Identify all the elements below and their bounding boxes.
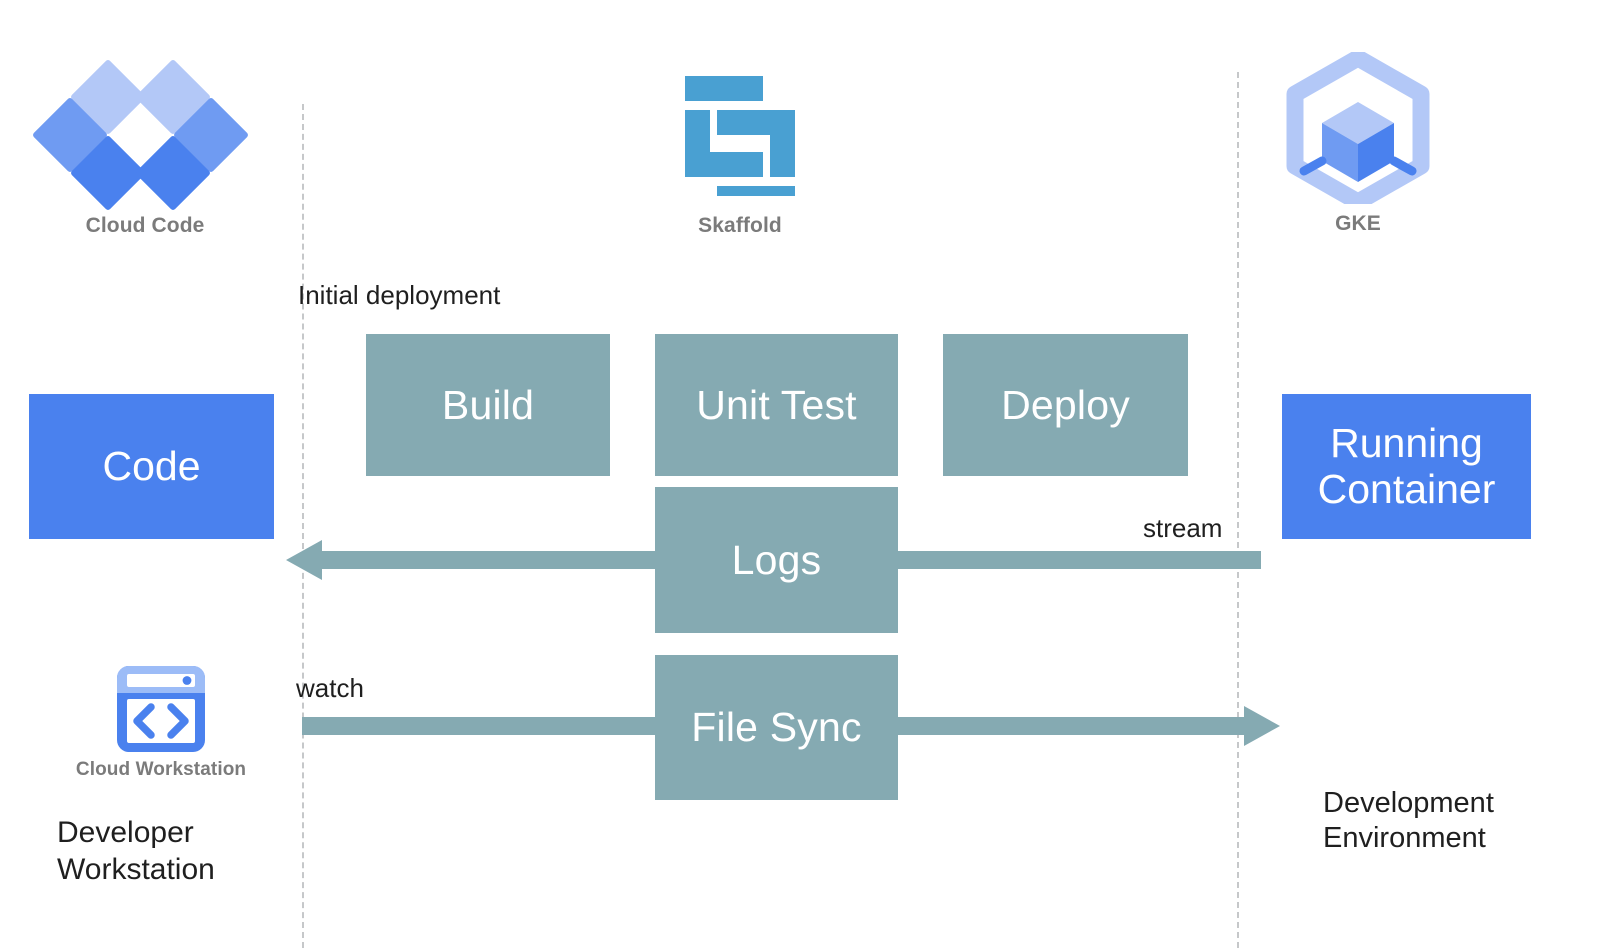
endpoint-box-code[interactable]: Code: [29, 394, 274, 539]
zone-boundary-right: [1237, 72, 1239, 948]
logo-skaffold: Skaffold: [630, 60, 850, 238]
zone-label-development-environment: Development Environment: [1323, 786, 1494, 857]
logo-cloud-workstation: Cloud Workstation: [55, 665, 267, 781]
zone-label-developer-workstation: Developer Workstation: [57, 815, 215, 888]
development-environment-line-1: Development: [1323, 787, 1494, 819]
logo-gke: GKE: [1248, 49, 1468, 236]
developer-workstation-line-1: Developer: [57, 816, 194, 849]
process-box-file-sync[interactable]: File Sync: [655, 655, 898, 800]
cloud-code-diamonds-icon: [31, 58, 255, 212]
process-box-build[interactable]: Build: [366, 334, 610, 476]
running-container-line-1: Running: [1330, 419, 1483, 466]
cloud-workstation-window-icon: [55, 665, 267, 753]
endpoint-box-running-container[interactable]: Running Container: [1282, 394, 1531, 539]
label-initial-deployment: Initial deployment: [298, 280, 501, 310]
skaffold-s-icon: [630, 60, 850, 211]
logo-caption-cloud-code: Cloud Code: [85, 214, 205, 237]
process-box-unit-test[interactable]: Unit Test: [655, 334, 898, 476]
process-box-logs[interactable]: Logs: [655, 487, 898, 633]
development-environment-line-2: Environment: [1323, 822, 1486, 855]
logo-cloud-code: Cloud Code: [31, 58, 255, 238]
gke-hexagon-cube-icon: [1248, 49, 1468, 211]
process-box-deploy[interactable]: Deploy: [943, 334, 1188, 476]
logo-caption-cloud-workstation: Cloud Workstation: [75, 759, 247, 780]
logo-caption-skaffold: Skaffold: [698, 214, 782, 237]
label-watch: watch: [296, 673, 364, 703]
logo-caption-gke: GKE: [1335, 212, 1381, 235]
running-container-line-2: Container: [1317, 465, 1496, 512]
developer-workstation-line-2: Workstation: [57, 852, 215, 886]
label-stream: stream: [1143, 513, 1223, 543]
zone-boundary-left: [302, 104, 304, 948]
